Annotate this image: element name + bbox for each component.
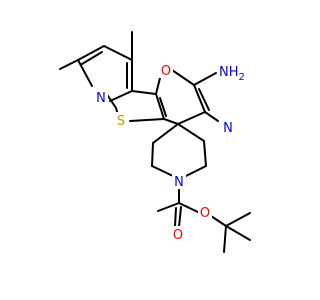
atom-label-o-ester: O xyxy=(200,206,210,221)
atom-label-o-carbonyl: O xyxy=(173,228,183,243)
bond-lines xyxy=(59,31,251,253)
atom-label-nitrile-n: N xyxy=(223,121,233,136)
atom-labels: N S O NH2 N N O O xyxy=(94,62,245,243)
molecule-structure: N S O NH2 N N O O xyxy=(59,31,251,253)
atom-label-s-thiophene: S xyxy=(117,114,125,129)
atom-label-o-pyran: O xyxy=(161,64,171,79)
atom-label-nh2: NH2 xyxy=(219,65,245,83)
atom-label-n-pyridine: N xyxy=(96,91,106,106)
atom-label-n-piperidine: N xyxy=(174,175,184,190)
